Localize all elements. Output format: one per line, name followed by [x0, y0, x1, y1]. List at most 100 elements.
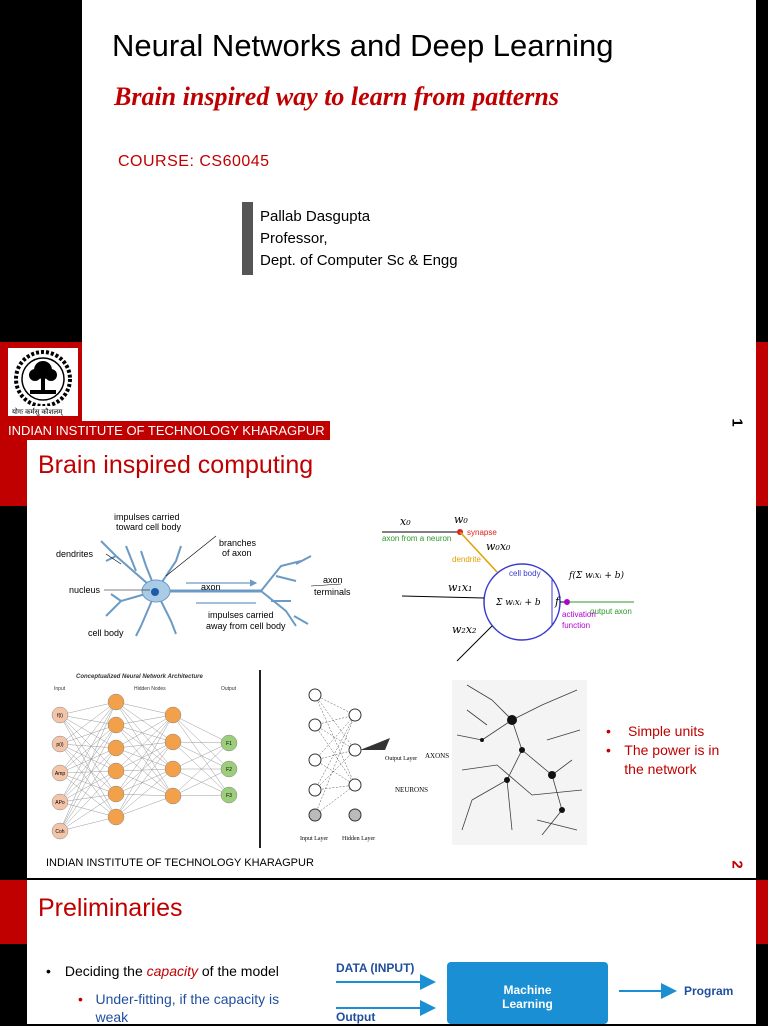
- ann-title: Conceptualized Neural Network Architectu…: [76, 674, 203, 680]
- label-fout: f(Σ wᵢxᵢ + b): [568, 570, 624, 581]
- label-dendrites: dendrites: [56, 549, 94, 559]
- ann-input-node: [51, 793, 69, 811]
- label-impulses-toward: impulses carried: [114, 512, 180, 522]
- svg-text:function: function: [562, 621, 590, 630]
- ann-hidden-node: [164, 706, 182, 724]
- ann-input-node-label: f(i): [57, 713, 63, 719]
- presenter-bar: [242, 202, 253, 275]
- slide-2-red-band-right: [756, 440, 768, 506]
- label-w0x0: w₀x₀: [486, 540, 511, 553]
- label-w1x1: w₁x₁: [448, 581, 472, 594]
- layered-network-diagram: Input Layer Hidden Layer Output Layer AX…: [300, 688, 449, 842]
- label-activation: activation: [562, 610, 596, 619]
- presenter-dept: Dept. of Computer Sc & Engg: [260, 252, 458, 269]
- ann-hidden-node: [107, 693, 125, 711]
- machine-learning-box: [447, 962, 608, 1024]
- ann-hidden-node: [164, 787, 182, 805]
- artificial-neuron-model-diagram: x₀ w₀ w₀x₀ w₁x₁ w₂x₂ Σ wᵢxᵢ + b f f(Σ wᵢ…: [382, 513, 634, 662]
- ann-hidden-node: [107, 716, 125, 734]
- label-synapse: synapse: [467, 528, 497, 537]
- label-output-layer: Output Layer: [385, 756, 417, 762]
- label-axons: AXONS: [425, 752, 449, 760]
- presenter-name: Pallab Dasgupta: [260, 208, 371, 225]
- label-dendrite: dendrite: [452, 555, 481, 564]
- ann-hidden-node: [107, 762, 125, 780]
- sub-bullet-underfitting: •Under-fitting, if the capacity is weak: [78, 991, 280, 1025]
- label-x0: x₀: [400, 515, 411, 528]
- slide-1: [82, 0, 756, 440]
- label-sum: Σ wᵢxᵢ + b: [495, 598, 541, 608]
- label-output: Output: [336, 1010, 376, 1024]
- label-input-layer: Input Layer: [300, 836, 328, 842]
- ann-input-node: [51, 735, 69, 753]
- svg-text:terminals: terminals: [314, 587, 351, 597]
- ann-hidden-node: [164, 760, 182, 778]
- ann-output-node-label: F1: [226, 741, 232, 747]
- slide-2-title: Brain inspired computing: [38, 451, 314, 479]
- ann-header-output: Output: [221, 686, 237, 692]
- slide-2-page-number: 2: [728, 860, 746, 869]
- ann-output-node-label: F3: [226, 793, 232, 799]
- ann-header-hidden: Hidden Nodes: [134, 686, 166, 692]
- slide-2-red-band-left: [0, 440, 27, 506]
- input-arrows: [336, 974, 436, 1016]
- bullet-power-network: •The power is in the network: [606, 742, 720, 777]
- slide-3-title: Preliminaries: [38, 894, 183, 922]
- label-cell-body-model: cell body: [509, 569, 541, 578]
- ann-header-input: Input: [54, 686, 66, 692]
- slide-2-bullets: •Simple units •The power is in the netwo…: [606, 722, 732, 779]
- slide-3: [27, 880, 756, 1024]
- label-axon: axon: [201, 582, 221, 592]
- label-impulses-away: impulses carried: [208, 610, 274, 620]
- svg-text:away from cell body: away from cell body: [206, 621, 286, 631]
- label-w0: w₀: [454, 513, 468, 526]
- label-axon-terminals: axon: [323, 575, 343, 585]
- slide-1-title: Neural Networks and Deep Learning: [112, 28, 614, 63]
- label-neurons: NEURONS: [395, 786, 428, 794]
- slide-2-institute-footer: INDIAN INSTITUTE OF TECHNOLOGY KHARAGPUR: [46, 857, 314, 869]
- label-data-input: DATA (INPUT): [336, 961, 415, 975]
- course-code: COURSE: CS60045: [118, 153, 270, 170]
- ann-output-node: [220, 760, 238, 778]
- ann-output-node-label: F2: [226, 767, 232, 773]
- label-axon-from: axon from a neuron: [382, 534, 451, 543]
- slide-3-red-band-left: [0, 880, 27, 944]
- divider-line: [259, 670, 261, 848]
- neuron-microscopy-image: [452, 680, 587, 845]
- slide-1-page-number: 1: [728, 418, 746, 427]
- label-program: Program: [684, 984, 734, 998]
- ann-hidden-node: [107, 739, 125, 757]
- iit-kharagpur-logo-icon: [8, 348, 78, 416]
- slide-1-red-band-right: [756, 342, 768, 440]
- ann-hidden-node: [107, 785, 125, 803]
- label-f: f: [554, 595, 561, 608]
- presenter-info: Pallab Dasgupta Professor, Dept. of Comp…: [260, 206, 458, 272]
- slide-1-subtitle: Brain inspired way to learn from pattern…: [114, 82, 559, 111]
- slide-1-institute-banner: INDIAN INSTITUTE OF TECHNOLOGY KHARAGPUR: [4, 421, 330, 440]
- ann-input-node: [51, 764, 69, 782]
- label-output-axon: output axon: [590, 607, 632, 616]
- label-branches: branches: [219, 538, 257, 548]
- ann-input-node: [51, 822, 69, 840]
- svg-text:toward cell body: toward cell body: [116, 522, 182, 532]
- ann-input-node-label: p(i): [56, 742, 64, 748]
- ann-input-node-label: Amp: [55, 771, 66, 777]
- label-nucleus: nucleus: [69, 585, 101, 595]
- ann-hidden-node: [164, 733, 182, 751]
- ann-input-node: [51, 706, 69, 724]
- slide-3-red-band-right: [756, 880, 768, 944]
- label-hidden-layer: Hidden Layer: [342, 836, 375, 842]
- logo-motto: योगः कर्मसु कौशलम्: [12, 409, 63, 416]
- label-w2x2: w₂x₂: [452, 623, 476, 636]
- program-arrow: [619, 983, 677, 999]
- biological-neuron-diagram: impulses carried toward cell body branch…: [56, 512, 351, 638]
- bullet-simple-units: •Simple units: [606, 723, 705, 739]
- ann-architecture-diagram: Conceptualized Neural Network Architectu…: [51, 674, 238, 840]
- label-cell-body: cell body: [88, 628, 124, 638]
- ann-input-node-label: Coh: [55, 829, 64, 835]
- svg-text:of axon: of axon: [222, 548, 252, 558]
- ann-output-node: [220, 786, 238, 804]
- bullet-capacity: •Deciding the capacity of the model: [46, 963, 279, 979]
- presenter-title: Professor,: [260, 230, 328, 247]
